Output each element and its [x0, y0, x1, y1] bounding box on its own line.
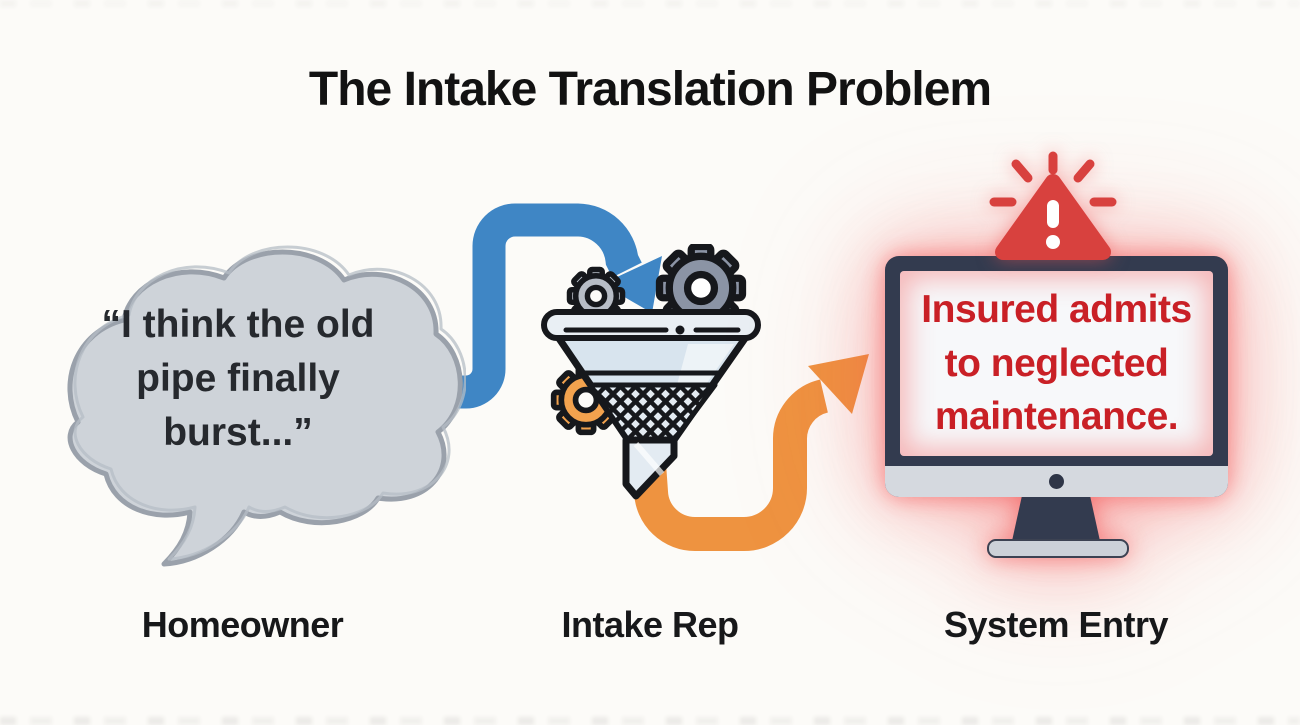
funnel-icon — [541, 309, 761, 500]
system-entry-text: Insured admits to neglected maintenance. — [921, 283, 1192, 444]
quote-line-2: pipe finally — [136, 356, 340, 400]
screen-line-3: maintenance. — [934, 395, 1179, 439]
monitor-chin — [885, 466, 1228, 497]
monitor-frame: Insured admits to neglected maintenance. — [885, 256, 1228, 497]
label-intake-rep: Intake Rep — [561, 604, 739, 645]
funnel-gears-icon — [541, 244, 761, 500]
monitor-base — [987, 539, 1129, 558]
page-title: The Intake Translation Problem — [308, 63, 992, 116]
label-system-entry: System Entry — [943, 604, 1169, 645]
label-homeowner: Homeowner — [141, 604, 344, 645]
edge-artifact-bottom — [0, 717, 1300, 725]
monitor-stand — [1012, 497, 1100, 541]
edge-artifact-top — [0, 0, 1300, 7]
quote-line-1: “I think the old — [101, 303, 375, 346]
screen-line-1: Insured admits — [921, 287, 1192, 331]
screen-line-2: to neglected — [944, 341, 1169, 385]
speech-cloud-icon — [67, 245, 466, 567]
alert-rays — [989, 151, 1117, 207]
cloud-sketch-stroke — [73, 245, 466, 561]
camera-dot-icon — [1049, 474, 1064, 489]
alert-triangle-icon — [989, 151, 1117, 260]
quote-line-3: burst...” — [163, 410, 313, 454]
monitor-icon: Insured admits to neglected maintenance. — [885, 256, 1228, 558]
homeowner-quote: “I think the old pipe finally burst...” — [78, 298, 398, 459]
monitor-screen: Insured admits to neglected maintenance. — [900, 271, 1213, 456]
